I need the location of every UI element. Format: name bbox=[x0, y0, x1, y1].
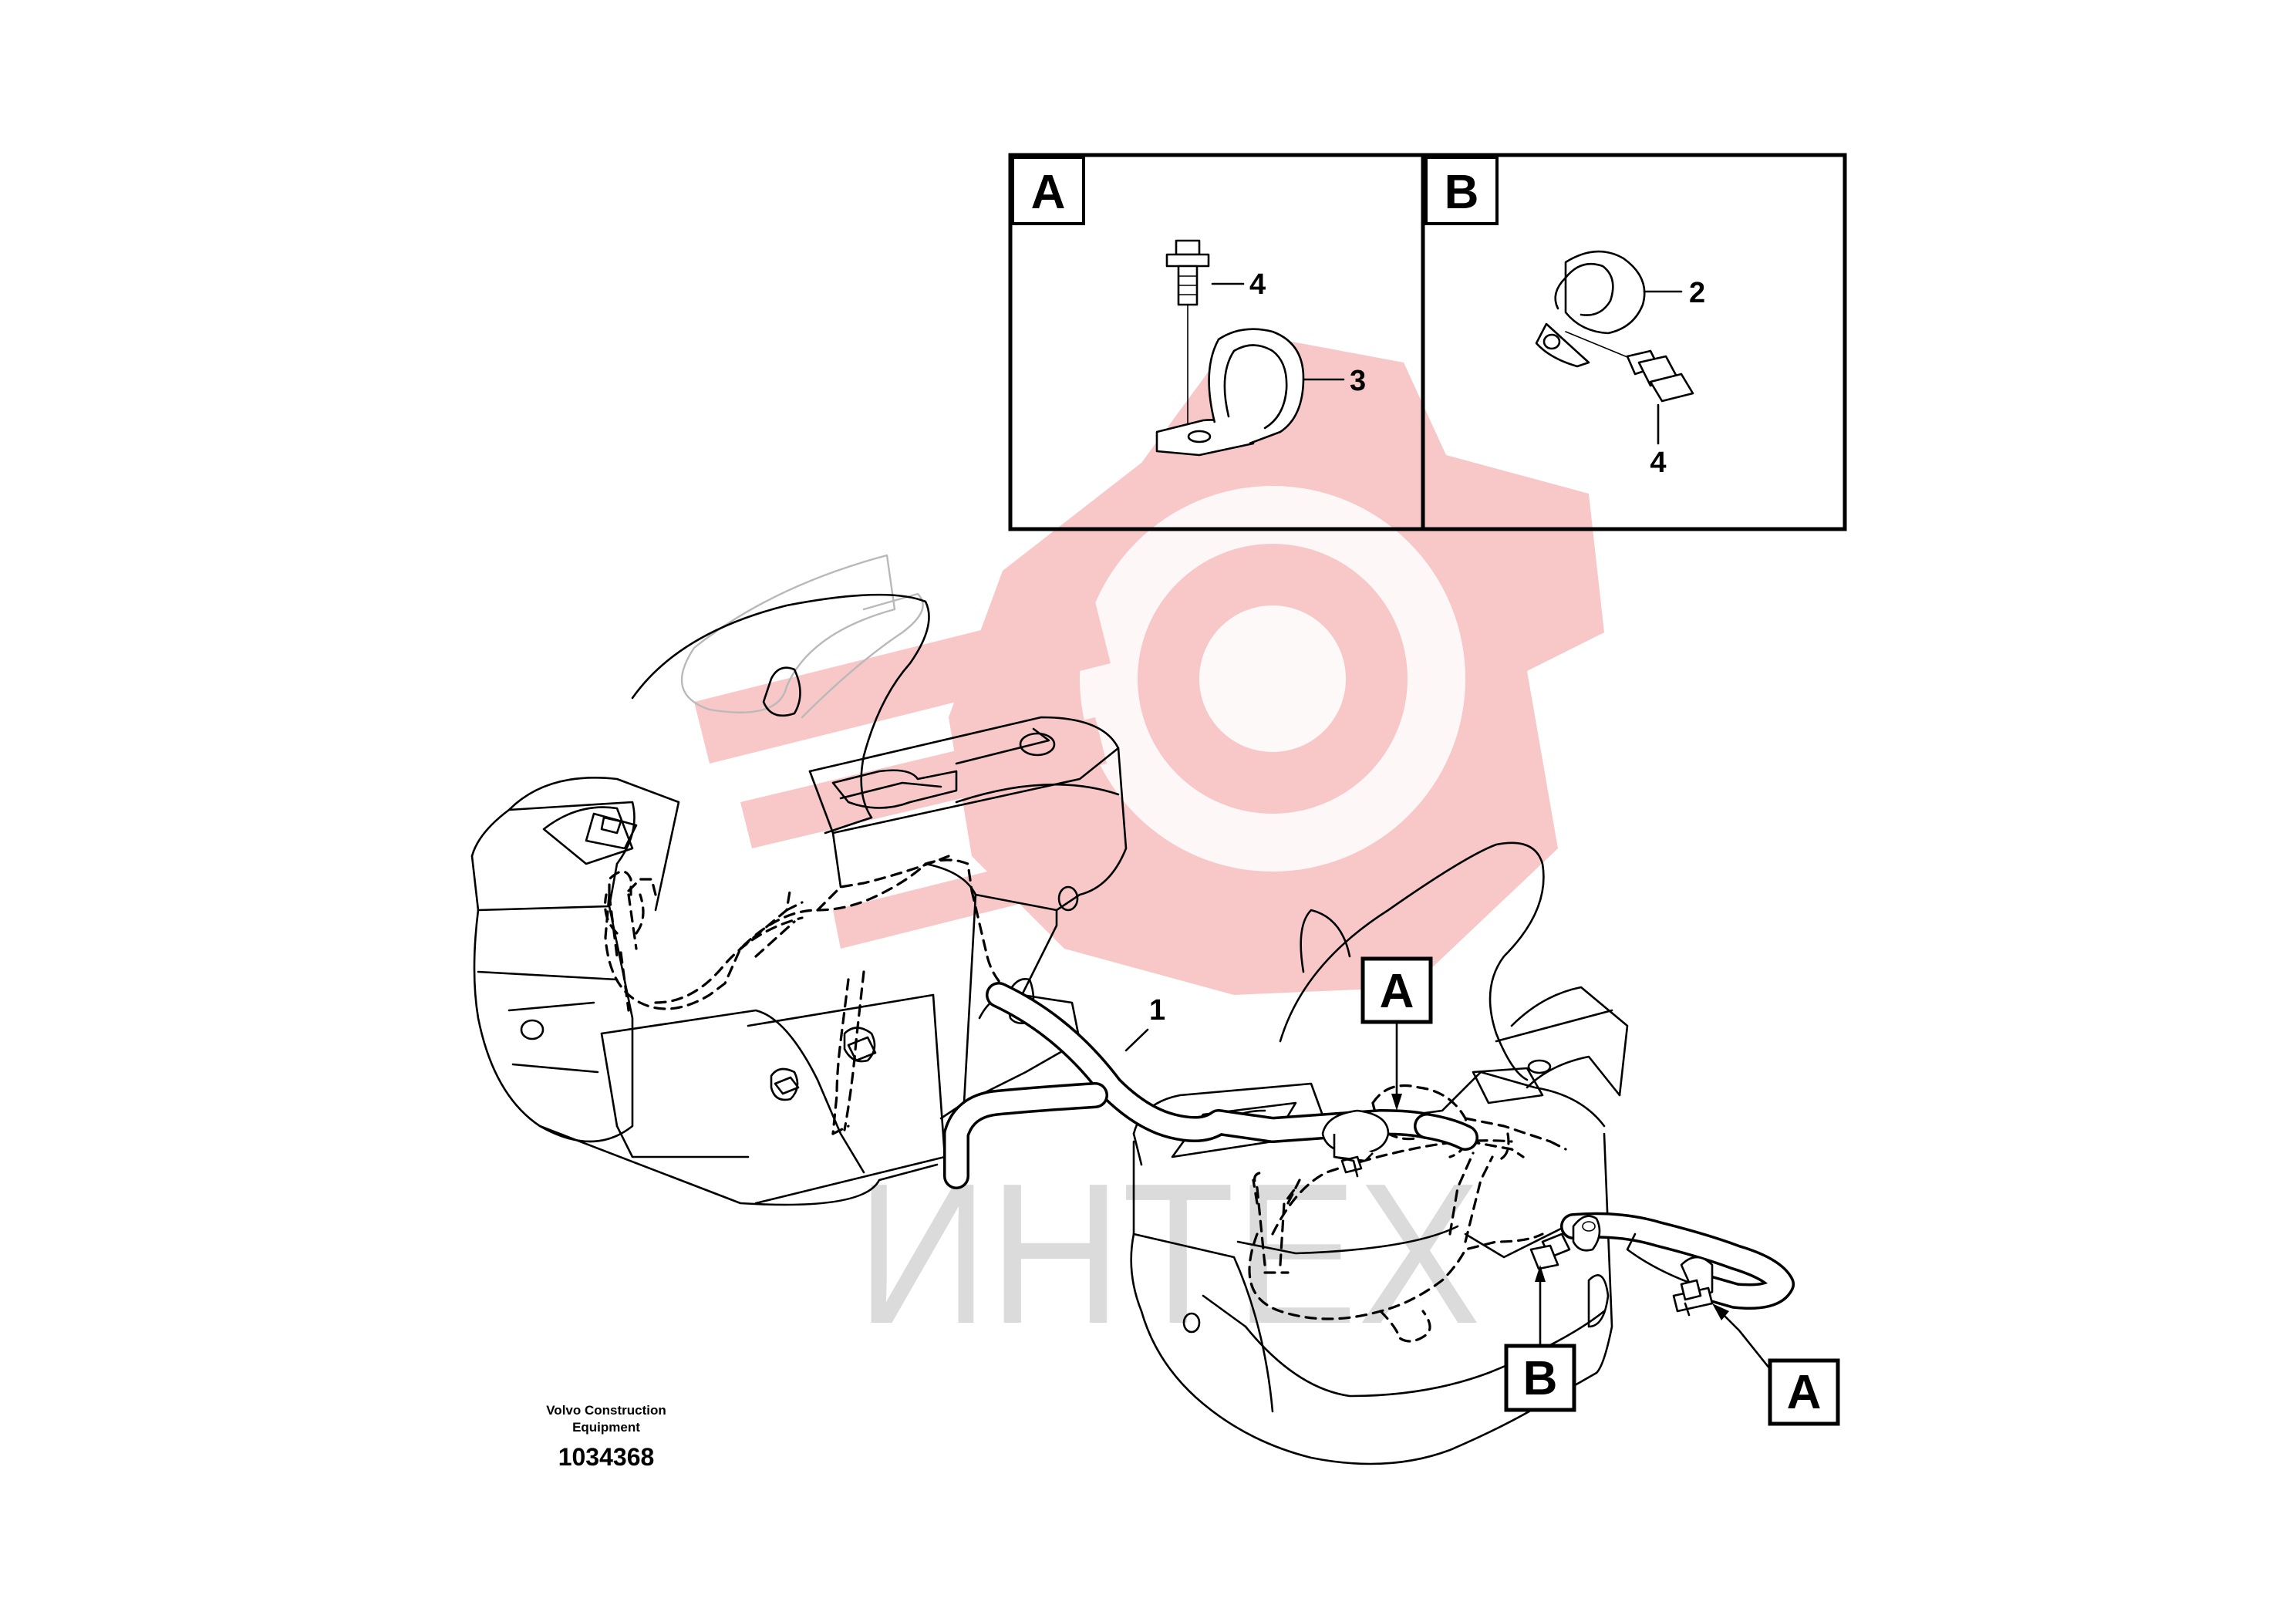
company-name-line1: Volvo Construction bbox=[546, 1403, 666, 1418]
bolt-icon bbox=[843, 1027, 877, 1063]
detail-view-b: B 2 4 bbox=[1424, 156, 1705, 479]
detail-a-callout-clamp: 3 bbox=[1350, 365, 1366, 397]
callout-hose-number: 1 bbox=[1149, 994, 1165, 1027]
rubber-clamp-icon bbox=[1529, 1215, 1601, 1270]
location-marker-a-bottom: A bbox=[1712, 1303, 1840, 1426]
p-clamp-icon bbox=[1321, 1109, 1390, 1178]
detail-a-letter: A bbox=[1031, 166, 1066, 219]
detail-a-callout-bolt: 4 bbox=[1249, 268, 1266, 301]
location-marker-b: B bbox=[1504, 1265, 1576, 1412]
p-clamp-icon bbox=[1672, 1256, 1714, 1317]
company-name-line2: Equipment bbox=[572, 1420, 640, 1435]
svg-text:B: B bbox=[1523, 1352, 1558, 1405]
bolt-icon bbox=[1626, 349, 1694, 403]
detail-view-a: A 4 3 bbox=[1011, 156, 1366, 457]
detail-b-callout-clamp: 2 bbox=[1689, 277, 1705, 309]
detail-view-panel: A 4 3 bbox=[1008, 153, 1847, 531]
drawing-number: 1034368 bbox=[558, 1443, 655, 1471]
detail-b-letter: B bbox=[1445, 166, 1479, 219]
location-marker-a-top: A bbox=[1360, 956, 1433, 1111]
left-console bbox=[470, 554, 1128, 1206]
detail-b-callout-bolt: 4 bbox=[1650, 447, 1666, 479]
bolt-icon bbox=[770, 1067, 800, 1101]
rubber-clamp-icon bbox=[1535, 250, 1646, 368]
watermark-logo bbox=[694, 332, 1604, 995]
svg-text:A: A bbox=[1380, 965, 1414, 1018]
callout-leader-hose bbox=[1124, 1028, 1149, 1052]
bolt-icon bbox=[1165, 239, 1210, 433]
svg-text:A: A bbox=[1787, 1366, 1822, 1419]
p-clamp-icon bbox=[1155, 328, 1305, 457]
